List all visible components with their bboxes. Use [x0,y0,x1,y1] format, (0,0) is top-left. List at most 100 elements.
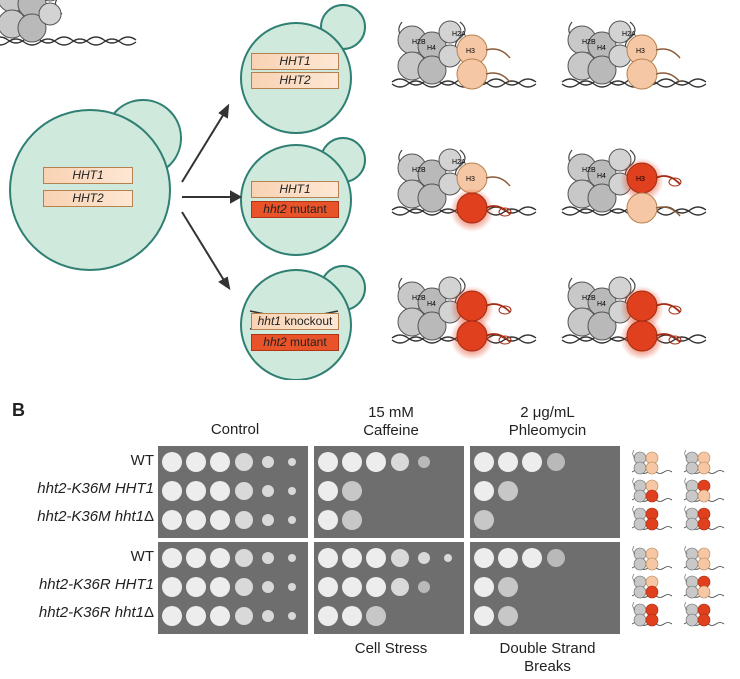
yeast-spot [210,606,230,626]
yeast-spot [522,452,542,472]
h4-label: H4 [597,45,606,52]
yeast-spot [186,481,206,501]
yeast-spot [262,552,274,564]
strain-suffix: Δ [143,604,154,621]
gene-name: hht2 [263,335,287,349]
yeast-spot [162,452,182,472]
yeast-spot [162,606,182,626]
yeast-spot [418,456,430,468]
h2b-label: H2B [412,167,426,174]
yeast-spot [262,581,274,593]
h2a-label: H2A [452,31,466,38]
yeast-spot [235,482,253,500]
yeast-spot [210,510,230,530]
strain-k36r-hht1: hht2-K36R HHT1 [39,576,154,593]
yeast-spot [342,606,362,626]
yeast-spot [498,577,518,597]
header-line2: Caffeine [363,422,419,439]
yeast-spot [262,456,274,468]
wild-type-h3 [697,557,711,571]
yeast-spot [498,548,518,568]
plate-block [470,542,620,634]
header-line2: Phleomycin [508,422,587,439]
header-line1: 15 mM [368,404,414,421]
plate-block [158,446,308,538]
h2b-label: H2B [412,39,426,46]
yeast-spot [474,510,494,530]
header-phleomycin: 2 μg/mL Phleomycin [470,404,625,440]
yeast-spot [235,549,253,567]
strain-suffix: WT [130,452,154,469]
nucleosome-row-2-left: H2B H2A H3 [391,148,537,232]
yeast-spot [210,481,230,501]
yeast-spot [366,548,386,568]
yeast-spot [522,548,542,568]
yeast-spot [366,577,386,597]
yeast-spot [186,452,206,472]
yeast-spot [235,578,253,596]
strain-wt-bottom: WT [131,548,154,565]
plate-block [314,446,464,538]
yeast-spot [210,452,230,472]
nucleosome-row-3-left: H2B H4 [391,276,537,360]
h2a-label: H2A [452,159,466,166]
mutant-h3 [645,517,659,531]
yeast-spot [318,510,338,530]
yeast-spot [391,549,409,567]
strain-k36r-hht1-delta: hht2-K36R hht1Δ [39,604,154,621]
yeast-spot [186,548,206,568]
h4-label: H4 [427,301,436,308]
gene-name: hht2 [263,202,287,216]
yeast-spot [342,510,362,530]
yeast-spot [391,578,409,596]
yeast-spot [235,453,253,471]
mutant-h3 [645,613,659,627]
plate-block [158,542,308,634]
yeast-spot [547,453,565,471]
h4-label: H4 [597,301,606,308]
yeast-spot [474,548,494,568]
yeast-spot [366,606,386,626]
yeast-spot [288,458,296,466]
yeast-spot [262,485,274,497]
yeast-spot [318,606,338,626]
yeast-spot [186,606,206,626]
yeast-spot [262,610,274,622]
yeast-spot [262,514,274,526]
mutant-label: mutant [286,202,327,216]
yeast-spot [342,452,362,472]
d3-hht2-mutant-gene: hht2 mutant [251,334,339,351]
d2-hht2-mutant-gene: hht2 mutant [251,201,339,218]
footer-line2: Breaks [524,658,571,675]
yeast-spot [342,577,362,597]
yeast-spot [288,487,296,495]
wild-type-h3 [697,489,711,503]
d1-hht1-gene: HHT1 [251,53,339,70]
nucleosome-row-1-right: H2B H2A H4 H3 [561,20,707,90]
mutant-h3 [697,613,711,627]
yeast-spot [498,481,518,501]
mutant-h3 [645,585,659,599]
yeast-spot [186,510,206,530]
yeast-spot [162,481,182,501]
yeast-spot [162,577,182,597]
wild-type-h3 [645,461,659,475]
nucleosome-row-2-right: H2B H4 H3 [561,148,707,224]
yeast-spot [444,554,452,562]
h3-label: H3 [466,48,475,55]
header-line1: 2 μg/mL [520,404,575,421]
strain-gene: hht2-K36M HHT1 [37,480,154,497]
mutant-label: mutant [286,335,327,349]
yeast-spot [210,577,230,597]
h2b-label: H2B [582,39,596,46]
d1-hht2-gene: HHT2 [251,72,339,89]
strain-wt-top: WT [131,452,154,469]
yeast-spot [162,548,182,568]
yeast-spot [474,452,494,472]
yeast-spot [391,453,409,471]
yeast-spot [288,612,296,620]
strain-gene: hht2-K36R HHT1 [38,576,154,593]
header-control: Control [160,418,310,439]
mutant-h3 [645,489,659,503]
